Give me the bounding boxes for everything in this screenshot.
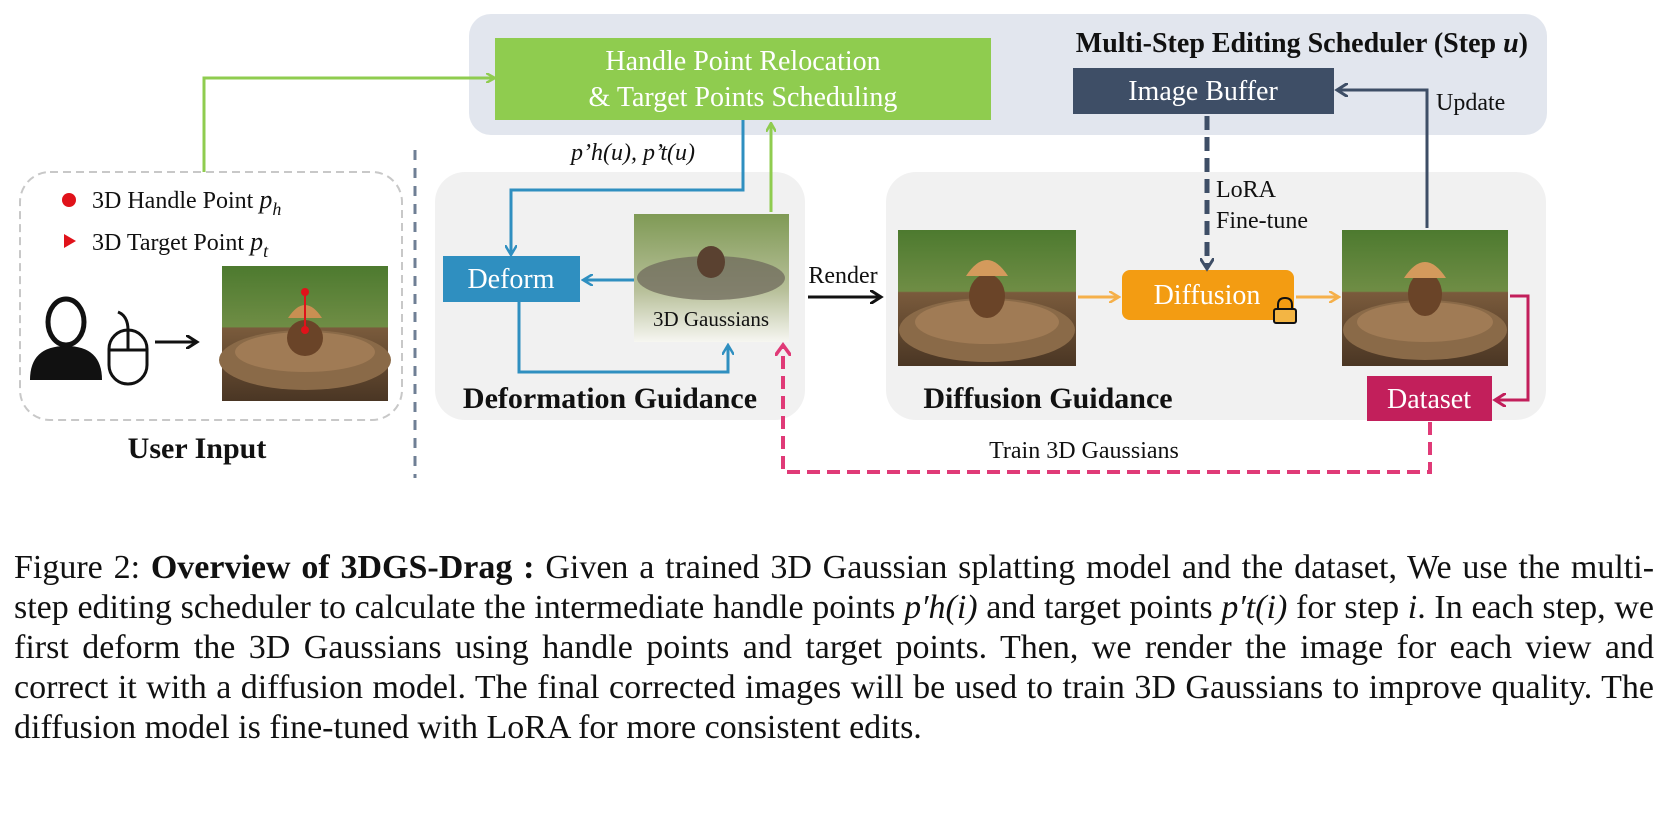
- caption-math-i: i: [1407, 589, 1418, 626]
- user-input-scene: [219, 266, 391, 401]
- deform-label: Deform: [467, 264, 554, 295]
- caption-part3: for step: [1287, 589, 1408, 626]
- caption-part4: . In each step, we first deform the 3D G…: [14, 589, 1654, 746]
- corrected-image: [1342, 230, 1508, 366]
- train-arrow: [783, 348, 1432, 474]
- user-icon: [30, 296, 102, 380]
- rendered-image: [898, 230, 1076, 366]
- mouse-icon: [107, 310, 149, 386]
- caption-title: Overview of 3DGS-Drag :: [150, 549, 535, 586]
- deform-box: [443, 256, 580, 302]
- corrected-to-dataset-arrow: [1496, 294, 1530, 400]
- dataset-label: Dataset: [1387, 384, 1471, 415]
- train-label: Train 3D Gaussians: [989, 438, 1179, 464]
- caption-part2: and target points: [977, 589, 1222, 626]
- dataset-box: [1367, 376, 1492, 421]
- diffusion-box: [1122, 270, 1294, 320]
- gaussians-label: 3D Gaussians: [653, 307, 769, 331]
- relocation-to-deform-arrow: [511, 120, 745, 254]
- relocation-line1: Handle Point Relocation: [605, 46, 880, 77]
- handle-point-icon: [62, 193, 76, 207]
- render-label: Render: [808, 263, 877, 289]
- target-point-label: 3D Target Point pt: [92, 227, 269, 261]
- scheduler-title: Multi-Step Editing Scheduler (Step u): [1076, 28, 1528, 59]
- handle-point-label: 3D Handle Point ph: [92, 185, 281, 219]
- overview-figure: Multi-Step Editing Scheduler (Step u) Ha…: [19, 14, 1547, 478]
- relocation-line2: & Target Points Scheduling: [589, 82, 898, 113]
- user-to-relocation-arrow: [202, 78, 494, 172]
- diffusion-title: Diffusion Guidance: [923, 382, 1172, 415]
- caption-math-ph: p′h(i): [904, 589, 978, 626]
- caption-part1: Given a trained 3D Gaussian splatting mo…: [14, 549, 1655, 626]
- target-point-icon: [64, 234, 76, 248]
- relocation-box: [495, 38, 991, 120]
- image-buffer-box: [1073, 68, 1334, 114]
- lora-line2: Fine-tune: [1216, 208, 1308, 234]
- caption-math-pt: p′t(i): [1221, 589, 1288, 626]
- lora-line1: LoRA: [1216, 177, 1277, 203]
- lock-icon: [1273, 296, 1297, 324]
- update-arrow: [1338, 90, 1429, 228]
- figure-caption: Figure 2: Overview of 3DGS-Drag : Given …: [14, 548, 1654, 748]
- deform-points-label: p’h(u), p’t(u): [569, 140, 695, 166]
- caption-label: Figure 2:: [14, 549, 151, 586]
- update-label: Update: [1436, 90, 1505, 116]
- user-input-title: User Input: [128, 432, 267, 465]
- gaussians-cloud: [634, 214, 789, 342]
- diffusion-label: Diffusion: [1154, 280, 1261, 311]
- deformation-title: Deformation Guidance: [463, 382, 757, 415]
- image-buffer-label: Image Buffer: [1128, 76, 1278, 107]
- user-input-panel: [19, 171, 403, 421]
- deform-to-gaussians-arrow: [517, 302, 728, 374]
